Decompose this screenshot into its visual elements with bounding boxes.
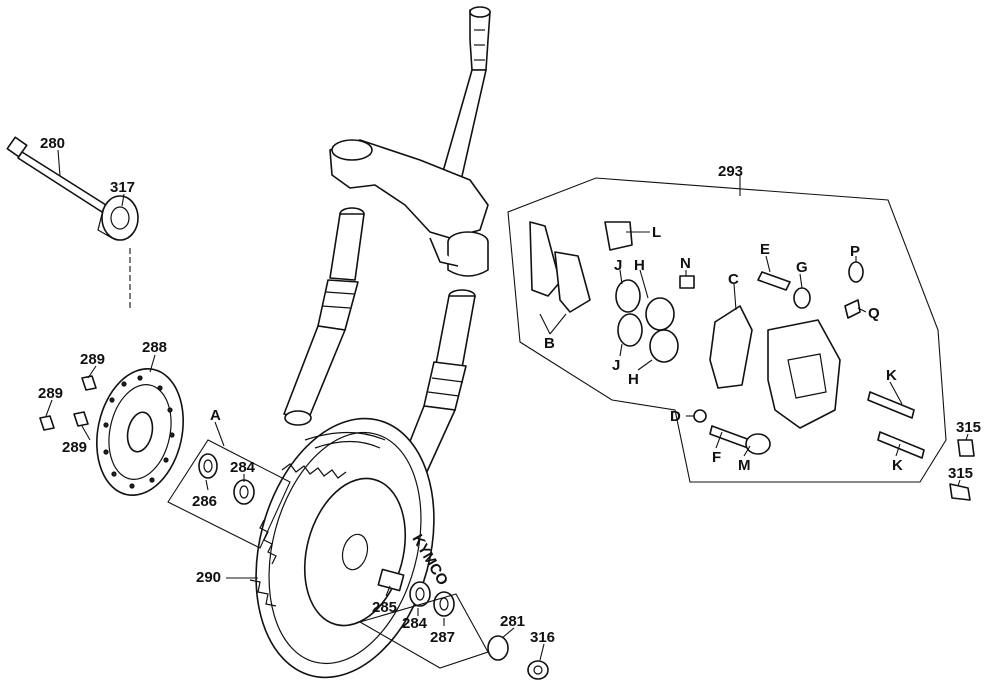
label-a: A [210,407,221,424]
brake-disc [96,367,184,497]
label-289: 289 [38,385,63,402]
label-315: 315 [956,419,981,436]
label-289: 289 [62,439,87,456]
part-labels: 280 317 288 289 289 289 A 284 286 290 28… [38,135,981,646]
label-h: H [634,257,645,274]
label-h: H [628,371,639,388]
label-c: C [728,271,739,288]
fork-leg-left [283,207,365,426]
label-316: 316 [530,629,555,646]
label-f: F [712,449,721,466]
label-p: P [850,243,860,260]
label-q: Q [868,305,880,322]
label-g: G [796,259,808,276]
hub-parts [198,453,455,617]
label-289: 289 [80,351,105,368]
label-315: 315 [948,465,973,482]
label-317: 317 [110,179,135,196]
label-d: D [670,408,681,425]
front-wheel: KYMCO [249,417,451,679]
label-j: J [612,357,620,374]
label-l: L [652,224,661,241]
label-m: M [738,457,751,474]
label-285: 285 [372,599,397,616]
label-280: 280 [40,135,65,152]
triple-clamp [329,139,489,277]
label-b: B [544,335,555,352]
group-a-outline [167,439,291,549]
label-290: 290 [196,569,221,586]
label-284: 284 [230,459,256,476]
label-n: N [680,255,691,272]
leader-lines [45,149,969,661]
speedo-gear [97,195,139,241]
label-j: J [614,257,622,274]
label-284: 284 [402,615,428,632]
caliper-parts [529,221,925,459]
caliper-group-outline [507,177,947,483]
hub-group-outline [358,593,489,669]
label-293: 293 [718,163,743,180]
label-281: 281 [500,613,525,630]
caliper-mount-bolts [949,439,975,501]
collar-and-nut [487,635,549,680]
label-e: E [760,241,770,258]
label-287: 287 [430,629,455,646]
label-288: 288 [142,339,167,356]
label-k: K [892,457,903,474]
label-k: K [886,367,897,384]
label-286: 286 [192,493,217,510]
steering-stem [431,6,491,193]
